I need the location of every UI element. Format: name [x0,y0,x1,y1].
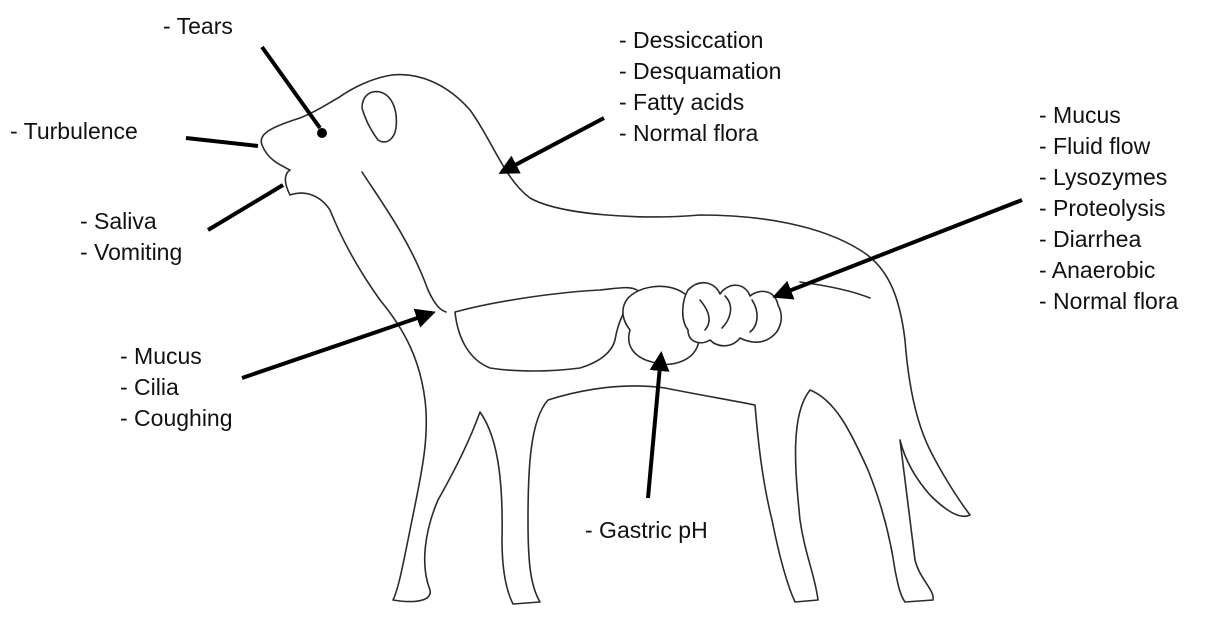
arrow-skin [502,118,604,172]
label-gastric-ph: - Gastric pH [585,515,708,546]
label-line: - Saliva [80,206,182,237]
label-turbulence: - Turbulence [10,116,138,147]
label-line: - Cilia [120,372,233,403]
label-line: - Fatty acids [619,87,781,118]
label-line: - Dessiccation [619,25,781,56]
label-line: - Diarrhea [1039,224,1178,255]
arrow-tears [262,47,320,128]
label-mouth-defenses: - Saliva - Vomiting [80,206,182,268]
label-line: - Gastric pH [585,515,708,546]
label-airway-defenses: - Mucus - Cilia - Coughing [120,341,233,434]
label-line: - Coughing [120,403,233,434]
label-line: - Normal flora [619,118,781,149]
label-tears: - Tears [163,11,233,42]
label-line: - Desquamation [619,56,781,87]
intestines [683,283,782,346]
label-line: - Lysozymes [1039,162,1178,193]
arrow-intestine [776,200,1022,296]
label-line: - Tears [163,11,233,42]
arrow-airway [242,313,432,378]
arrow-stomach [648,355,661,498]
eye-dot [317,128,327,138]
arrow-turbulence [186,138,258,146]
label-line: - Fluid flow [1039,131,1178,162]
label-skin-defenses: - Dessiccation - Desquamation - Fatty ac… [619,25,781,149]
label-line: - Mucus [120,341,233,372]
label-line: - Normal flora [1039,286,1178,317]
label-line: - Turbulence [10,116,138,147]
lung [455,288,640,371]
arrow-saliva [208,185,283,230]
label-intestine-defenses: - Mucus - Fluid flow - Lysozymes - Prote… [1039,100,1178,317]
label-line: - Mucus [1039,100,1178,131]
label-line: - Proteolysis [1039,193,1178,224]
dog-ear [362,92,396,142]
label-line: - Vomiting [80,237,182,268]
label-line: - Anaerobic [1039,255,1178,286]
